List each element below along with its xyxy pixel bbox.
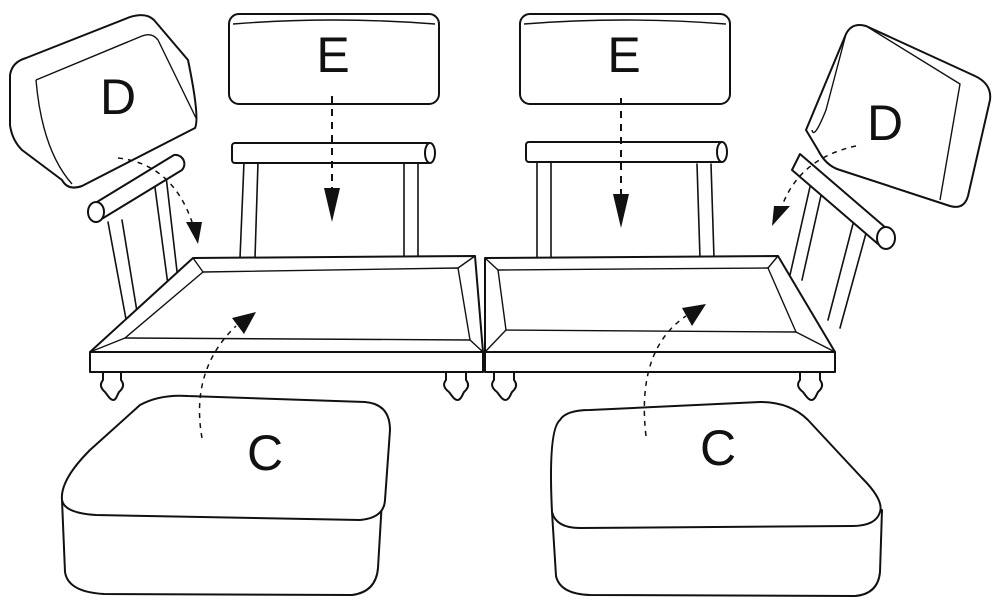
- label-e-left: E: [316, 27, 349, 83]
- left-back-cushion: E: [228, 13, 440, 105]
- right-seat-cushion: C: [550, 401, 883, 597]
- left-seat-cushion: C: [60, 394, 391, 596]
- right-arm-cushion: D: [805, 24, 992, 208]
- label-d-left: D: [100, 69, 136, 125]
- arrow-e-right: [613, 98, 629, 228]
- label-c-left: C: [247, 425, 283, 481]
- arrow-d-left: [117, 157, 202, 244]
- right-armrest: [789, 153, 896, 329]
- arrow-c-left: [198, 312, 256, 439]
- arrow-e-left: [324, 96, 340, 222]
- arrow-d-right: [772, 145, 857, 226]
- left-arm-cushion: D: [9, 14, 198, 189]
- arrow-c-right: [643, 304, 706, 437]
- right-back-frame: [525, 141, 728, 259]
- left-armrest: [87, 153, 186, 331]
- right-back-cushion: E: [519, 13, 731, 105]
- label-d-right: D: [867, 95, 903, 151]
- label-e-right: E: [607, 27, 640, 83]
- label-c-right: C: [700, 420, 736, 476]
- left-seat-frame: [89, 255, 484, 401]
- right-seat-frame: [484, 255, 836, 401]
